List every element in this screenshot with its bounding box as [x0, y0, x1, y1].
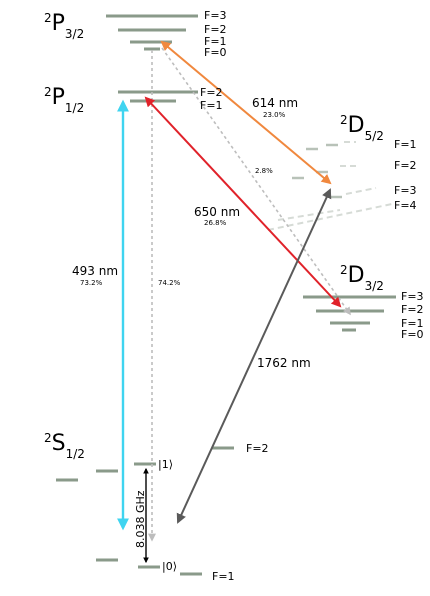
d52-f4-level-b — [277, 209, 341, 221]
s12-f2-label: F=2 — [246, 442, 269, 455]
d52-term-label: 2D5/2 — [340, 113, 384, 143]
p12-f2-label: F=2 — [200, 86, 223, 99]
wavelength-493-label: 493 nm — [72, 264, 118, 278]
d52-f4-level — [267, 203, 393, 231]
branching-650-label: 26.8% — [204, 219, 227, 227]
p32-term-label: 2P3/2 — [44, 11, 84, 41]
branching-decay-p32-d32-label: 2.8% — [255, 167, 273, 175]
branching-decay-p32-s-label: 74.2% — [158, 279, 181, 287]
d32-f3-label: F=3 — [401, 290, 424, 303]
d32-term-label: 2D3/2 — [340, 263, 384, 293]
p32-f3-label: F=3 — [204, 9, 227, 22]
d32-f0-label: F=0 — [401, 328, 424, 341]
d32-f1-label: F=1 — [401, 317, 424, 330]
d52-f4-label: F=4 — [394, 199, 417, 212]
wavelength-650-label: 650 nm — [194, 205, 240, 219]
branching-614-label: 23.0% — [263, 111, 286, 119]
d32-f2-label: F=2 — [401, 303, 424, 316]
transition-650-arrow — [144, 96, 342, 308]
d52-levels — [267, 141, 393, 231]
wavelength-614-label: 614 nm — [252, 96, 298, 110]
p32-f2-label: F=2 — [204, 23, 227, 36]
decay-p32-d32-arrow — [161, 47, 351, 316]
p32-f1-label: F=1 — [204, 35, 227, 48]
p32-f0-label: F=0 — [204, 46, 227, 59]
d52-f3-level-b — [345, 187, 377, 195]
ket1-label: |1⟩ — [158, 458, 173, 471]
d52-f3-label: F=3 — [394, 184, 417, 197]
branching-493-label: 73.2% — [80, 279, 103, 287]
d52-f2-label: F=2 — [394, 159, 417, 172]
qubit-splitting-label: 8.038 GHz — [134, 490, 147, 548]
s12-term-label: 2S1/2 — [44, 431, 85, 461]
transition-614-arrow — [160, 40, 332, 185]
p12-term-label: 2P1/2 — [44, 85, 84, 115]
s12-f1-label: F=1 — [212, 570, 235, 583]
p32-levels — [106, 14, 198, 51]
p12-f1-label: F=1 — [200, 99, 223, 112]
transition-1762-arrow — [176, 188, 332, 524]
ket0-label: |0⟩ — [162, 560, 177, 573]
wavelength-1762-label: 1762 nm — [257, 356, 311, 370]
p12-levels — [118, 90, 198, 103]
d52-f1-label: F=1 — [394, 138, 417, 151]
